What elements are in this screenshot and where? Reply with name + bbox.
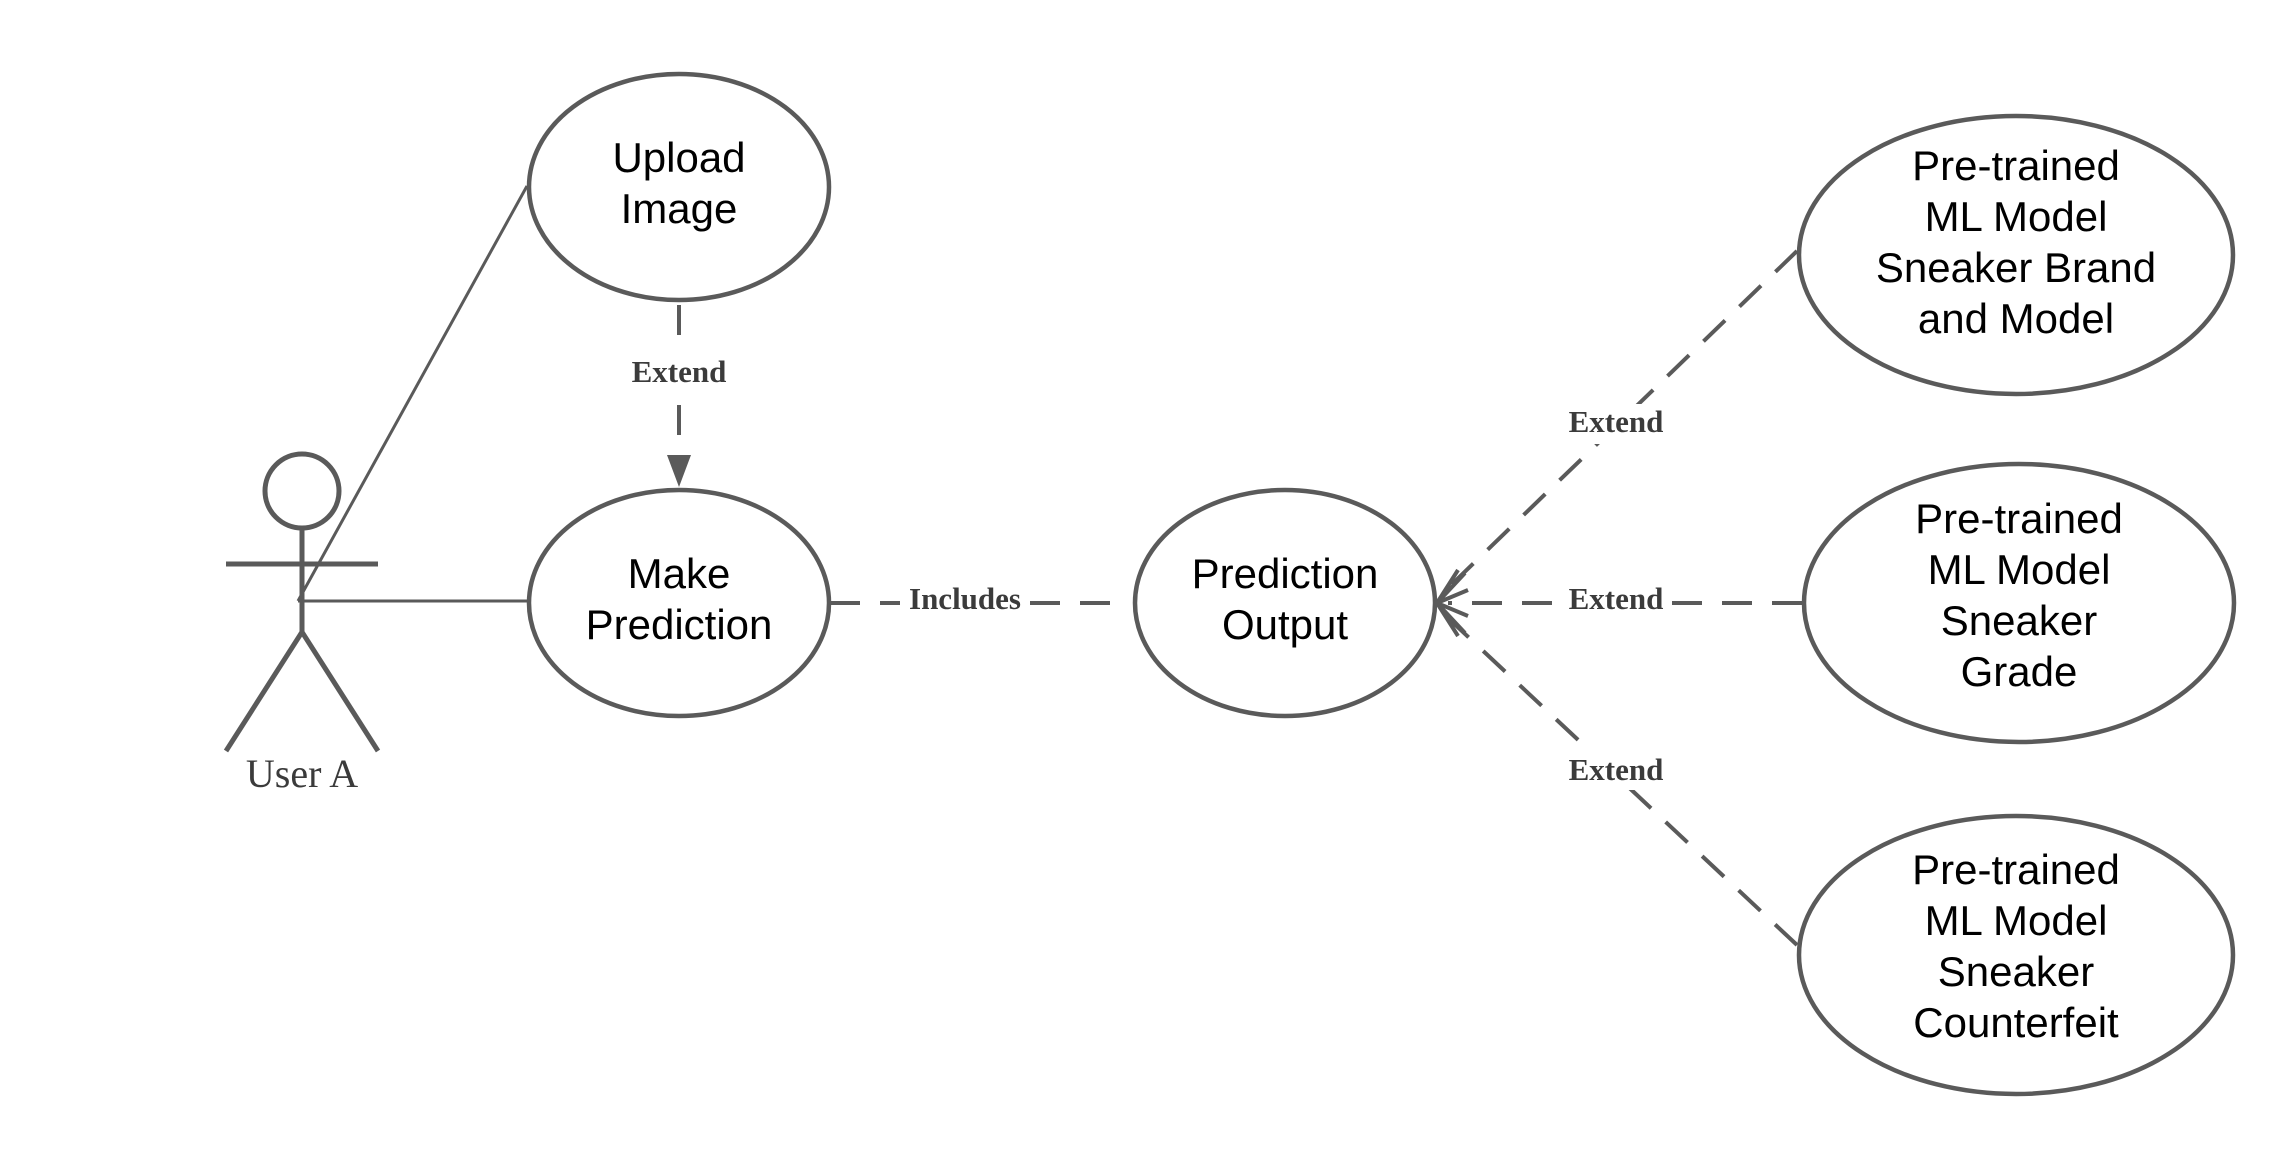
use-case-model-brand: Pre-trained ML Model Sneaker Brand and M… <box>1796 113 2236 397</box>
use-case-label-line: Pre-trained <box>1912 142 2120 189</box>
use-case-label-line: ML Model <box>1925 193 2108 240</box>
use-case-label-line: Grade <box>1961 648 2078 695</box>
use-case-model-counterfeit: Pre-trained ML Model Sneaker Counterfeit <box>1796 813 2236 1097</box>
use-case-label-line: Pre-trained <box>1912 846 2120 893</box>
use-case-label-line: ML Model <box>1925 897 2108 944</box>
use-case-label-line: Make <box>628 550 731 597</box>
use-case-label-line: and Model <box>1918 295 2114 342</box>
use-case-prediction-output: Prediction Output <box>1132 487 1438 719</box>
use-case-model-grade: Pre-trained ML Model Sneaker Grade <box>1801 461 2237 745</box>
use-case-label-line: Sneaker Brand <box>1876 244 2156 291</box>
use-case-label-line: Prediction <box>586 601 773 648</box>
relationship-label-extend: Extend <box>632 354 727 389</box>
extend-line-brand-to-output <box>1446 249 1799 590</box>
actor-label: User A <box>246 751 358 796</box>
use-case-make-prediction: Make Prediction <box>526 487 832 719</box>
relationship-label-includes: Includes <box>909 581 1021 616</box>
use-case-label-line: Sneaker <box>1938 948 2094 995</box>
extend-line-counterfeit-to-output <box>1446 616 1799 947</box>
use-case-label-line: Pre-trained <box>1915 495 2123 542</box>
use-case-label-line: Image <box>621 185 738 232</box>
use-case-label-line: Prediction <box>1192 550 1379 597</box>
relationship-label-extend: Extend <box>1569 581 1664 616</box>
use-case-upload-image: Upload Image <box>526 71 832 303</box>
use-case-label-line: Upload <box>612 134 745 181</box>
use-case-label-line: Output <box>1222 601 1348 648</box>
relationship-label-extend: Extend <box>1569 404 1664 439</box>
association-line-upload <box>296 185 529 602</box>
use-case-label-line: Sneaker <box>1941 597 2097 644</box>
use-case-label-line: Counterfeit <box>1913 999 2119 1046</box>
relationship-label-extend: Extend <box>1569 752 1664 787</box>
arrowhead-upload-to-predict <box>667 455 691 487</box>
use-case-label-line: ML Model <box>1928 546 2111 593</box>
stick-figure-icon <box>223 451 381 753</box>
